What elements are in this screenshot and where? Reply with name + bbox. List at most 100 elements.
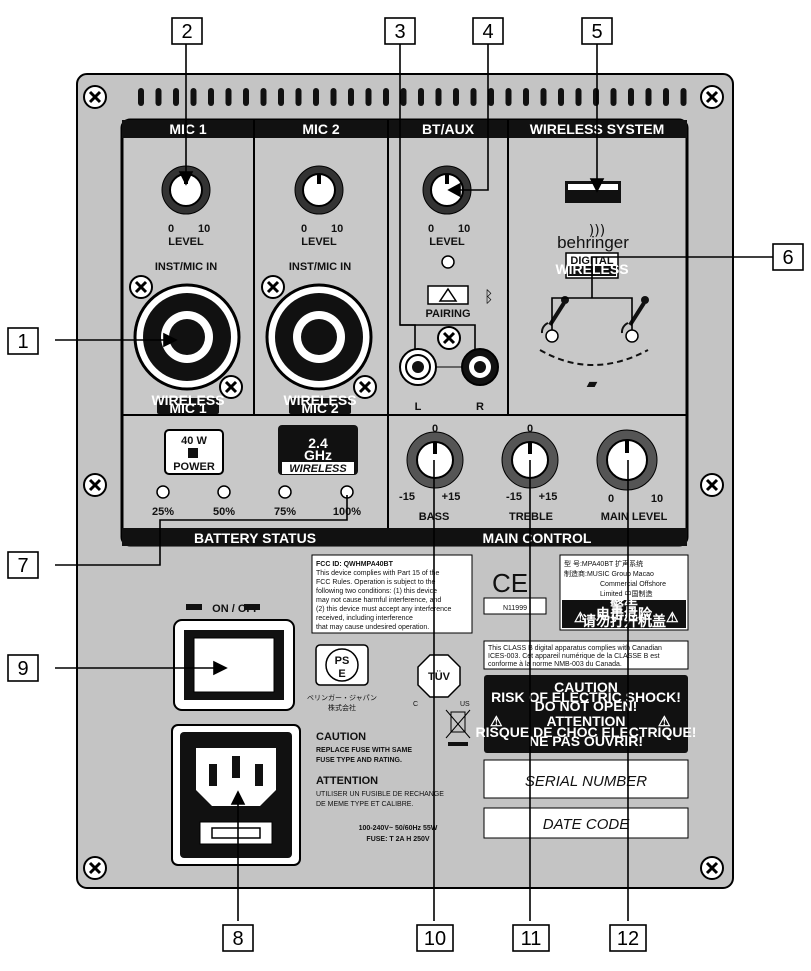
treble-min: -15 bbox=[506, 491, 522, 503]
vent-slot bbox=[260, 88, 267, 106]
screw-icon bbox=[699, 84, 725, 110]
bass-center: 0 bbox=[432, 423, 438, 435]
vent-slot bbox=[435, 88, 442, 106]
bass-max: +15 bbox=[442, 491, 461, 503]
wireless-receiver-slot[interactable] bbox=[565, 181, 621, 203]
bass-min: -15 bbox=[399, 491, 415, 503]
svg-text:ATTENTION: ATTENTION bbox=[546, 713, 625, 729]
vent-slot bbox=[243, 88, 249, 106]
svg-text:5: 5 bbox=[591, 21, 602, 43]
callout-9: 9 bbox=[7, 654, 39, 682]
fuse-attention-title: ATTENTION bbox=[316, 775, 378, 787]
svg-text:This CLASS B digital apparatus: This CLASS B digital apparatus complies … bbox=[488, 645, 662, 652]
svg-text:E: E bbox=[338, 668, 345, 680]
vent-slot bbox=[348, 88, 354, 106]
svg-text:POWER: POWER bbox=[173, 461, 215, 473]
vent-slot bbox=[558, 88, 564, 106]
svg-text:MIC 2: MIC 2 bbox=[301, 400, 339, 416]
battery-led-50 bbox=[217, 485, 231, 499]
svg-text:⚠: ⚠ bbox=[490, 713, 503, 729]
vent-slot bbox=[190, 88, 197, 106]
vent-slot bbox=[593, 88, 599, 106]
vent-slot bbox=[173, 88, 179, 106]
weee-bin-icon bbox=[445, 709, 471, 746]
callout-11: 11 bbox=[512, 924, 550, 952]
mic2-combo-jack[interactable] bbox=[265, 283, 373, 391]
treble-center: 0 bbox=[527, 423, 533, 435]
mic1-knob-label: LEVEL bbox=[168, 236, 204, 248]
svg-text:WIRELESS: WIRELESS bbox=[283, 392, 356, 408]
pairing-button[interactable] bbox=[427, 285, 469, 305]
svg-text:12: 12 bbox=[617, 928, 639, 950]
vent-slot bbox=[383, 88, 389, 106]
rca-right-jack[interactable] bbox=[461, 348, 499, 386]
svg-text:may not cause harmful interfer: may not cause harmful interference, and bbox=[316, 597, 441, 604]
svg-text:请勿打开机盖: 请勿打开机盖 bbox=[582, 613, 666, 629]
vent-slot bbox=[680, 88, 687, 106]
power-badge: 40 W POWER bbox=[164, 429, 224, 475]
svg-text:电击危险: 电击危险 bbox=[596, 606, 653, 622]
vent-slot bbox=[138, 88, 144, 106]
vent-slot bbox=[540, 88, 547, 106]
main-level-label: MAIN LEVEL bbox=[601, 511, 668, 523]
btaux-knob-max: 10 bbox=[458, 223, 470, 235]
mic1-combo-jack[interactable] bbox=[133, 283, 241, 391]
main-level-min: 0 bbox=[608, 493, 614, 505]
svg-text:8: 8 bbox=[232, 928, 243, 950]
model-label-block: 型 号:MPA40BT 扩声系统 制造商:MUSIC Group Macao C… bbox=[559, 554, 689, 631]
main-level-max: 10 bbox=[651, 493, 663, 505]
rca-left-jack[interactable] bbox=[399, 348, 437, 386]
callout-7: 7 bbox=[7, 551, 39, 579]
wireless-mic1-badge: WIRELESS MIC 1 bbox=[151, 392, 224, 416]
vent-slot bbox=[330, 88, 337, 106]
bluetooth-icon: ᛒ bbox=[484, 287, 494, 306]
svg-text:⚠: ⚠ bbox=[658, 713, 671, 729]
svg-text:FCC ID: QWHMPA40BT: FCC ID: QWHMPA40BT bbox=[316, 561, 394, 568]
svg-text:型 号:MPA40BT 扩声系统: 型 号:MPA40BT 扩声系统 bbox=[564, 559, 643, 568]
vent-slot bbox=[418, 88, 424, 106]
svg-text:DO NOT OPEN!: DO NOT OPEN! bbox=[535, 698, 638, 714]
svg-text:GHz: GHz bbox=[304, 447, 332, 463]
pse-mark: PS E ベリンガー・ジャパン 株式会社 bbox=[307, 644, 377, 712]
ce-mark: CE bbox=[492, 568, 528, 598]
svg-text:SERIAL NUMBER: SERIAL NUMBER bbox=[525, 773, 647, 790]
mic2-level-knob[interactable] bbox=[294, 165, 344, 215]
battery-label-25: 25% bbox=[152, 506, 174, 518]
rca-l-label: L bbox=[415, 401, 422, 413]
behringer-logo: behringer bbox=[557, 233, 629, 252]
caution-label: CAUTION RISK OF ELECTRIC SHOCK! DO NOT O… bbox=[476, 675, 696, 753]
mic1-level-knob[interactable] bbox=[161, 165, 211, 215]
svg-text:DATE CODE: DATE CODE bbox=[543, 816, 630, 833]
mic2-knob-min: 0 bbox=[301, 223, 307, 235]
mic2-knob-max: 10 bbox=[331, 223, 343, 235]
fuse-attention-text-1: UTILISER UN FUSIBLE DE RECHANGE bbox=[316, 791, 444, 798]
bass-knob[interactable] bbox=[406, 431, 464, 489]
svg-text:40 W: 40 W bbox=[181, 435, 207, 447]
vent-slot bbox=[400, 88, 407, 106]
svg-text:3: 3 bbox=[394, 21, 405, 43]
btaux-knob-label: LEVEL bbox=[429, 236, 465, 248]
pairing-label: PAIRING bbox=[425, 308, 470, 320]
svg-text:RISK OF ELECTRIC SHOCK!: RISK OF ELECTRIC SHOCK! bbox=[491, 689, 681, 705]
fuse-caution-text-1: REPLACE FUSE WITH SAME bbox=[316, 747, 412, 754]
section-battery: BATTERY STATUS bbox=[194, 530, 316, 546]
screw-icon bbox=[82, 472, 108, 498]
svg-text:TÜV: TÜV bbox=[428, 670, 451, 683]
callout-3: 3 bbox=[384, 17, 416, 45]
fuse-caution-text-2: FUSE TYPE AND RATING. bbox=[316, 757, 402, 764]
vent-slots bbox=[138, 88, 687, 106]
power-spec-1: 100-240V~ 50/60Hz 55W bbox=[359, 825, 438, 832]
section-btaux: BT/AUX bbox=[422, 121, 475, 137]
svg-text:警告: 警告 bbox=[610, 598, 638, 614]
rca-r-label: R bbox=[476, 401, 484, 413]
battery-led-75 bbox=[278, 485, 292, 499]
power-switch[interactable] bbox=[173, 619, 295, 711]
main-level-knob[interactable] bbox=[596, 429, 658, 491]
treble-max: +15 bbox=[539, 491, 558, 503]
svg-text:10: 10 bbox=[424, 928, 446, 950]
callout-1: 1 bbox=[7, 327, 39, 355]
svg-text:FCC Rules. Operation is subjec: FCC Rules. Operation is subject to the bbox=[316, 579, 436, 586]
svg-text:PS: PS bbox=[335, 655, 350, 667]
svg-text:9: 9 bbox=[17, 658, 28, 680]
